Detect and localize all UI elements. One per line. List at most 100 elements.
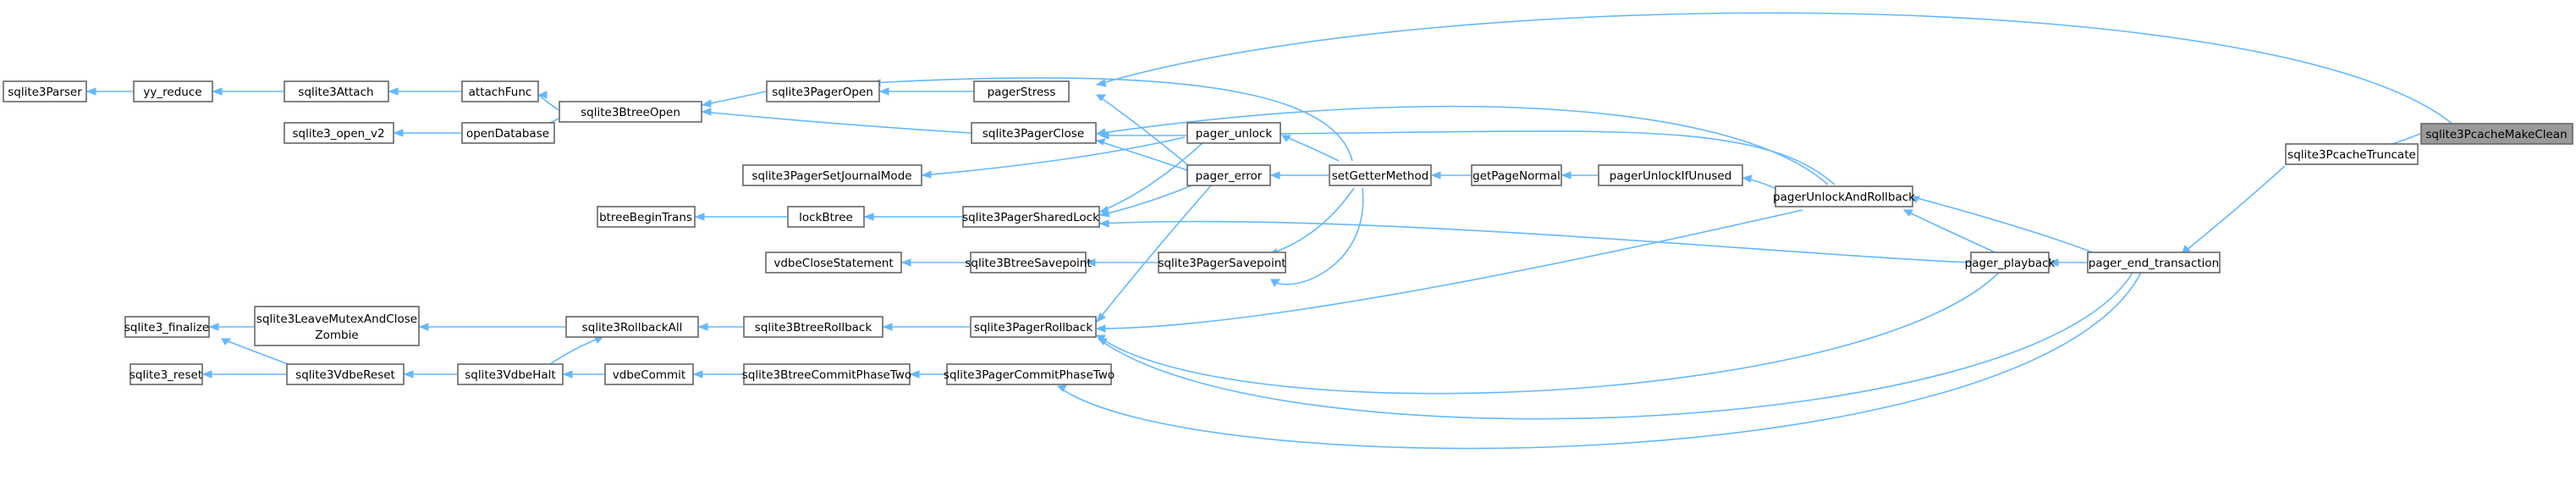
node-label: sqlite3PagerSetJournalMode: [751, 169, 911, 183]
edge-setGetterMethod-pager_unlock: [1281, 135, 1340, 162]
node-sqlite3VdbeHalt[interactable]: sqlite3VdbeHalt: [457, 363, 564, 385]
node-label: btreeBeginTrans: [599, 211, 692, 224]
node-attachFunc[interactable]: attachFunc: [461, 80, 539, 102]
node-label: sqlite3Parser: [8, 86, 82, 99]
node-getPageNormal[interactable]: getPageNormal: [1471, 164, 1562, 186]
node-sqlite3BtreeCommitPhaseTwo[interactable]: sqlite3BtreeCommitPhaseTwo: [742, 363, 911, 385]
node-sqlite3VdbeReset[interactable]: sqlite3VdbeReset: [286, 363, 405, 385]
node-openDatabase[interactable]: openDatabase: [461, 122, 555, 144]
node-sqlite3_finalize[interactable]: sqlite3_finalize: [124, 316, 210, 338]
edge-pager_unlock-sqlite3PagerSetJournalMode: [922, 136, 1186, 176]
node-label: lockBtree: [799, 211, 853, 224]
node-label-line1: sqlite3LeaveMutexAndClose: [256, 312, 417, 326]
node-yy_reduce[interactable]: yy_reduce: [133, 80, 213, 102]
node-label: sqlite3_open_v2: [292, 127, 384, 141]
node-sqlite3RollbackAll[interactable]: sqlite3RollbackAll: [565, 316, 699, 338]
node-vdbeCommit[interactable]: vdbeCommit: [604, 363, 694, 385]
node-label: sqlite3PagerSharedLock: [962, 211, 1099, 224]
edge-setGetterMethod-sqlite3PagerOpen: [871, 77, 1353, 162]
node-label: sqlite3PagerOpen: [772, 86, 873, 99]
edges: [87, 12, 2455, 450]
node-sqlite3_open_v2[interactable]: sqlite3_open_v2: [283, 122, 394, 144]
node-pager_unlock[interactable]: pager_unlock: [1186, 122, 1281, 144]
node-label: sqlite3BtreeRollback: [755, 321, 872, 334]
node-pager_error[interactable]: pager_error: [1186, 164, 1271, 186]
node-btreeBeginTrans[interactable]: btreeBeginTrans: [597, 206, 696, 228]
node-vdbeCloseStatement[interactable]: vdbeCloseStatement: [765, 252, 902, 274]
node-sqlite3PagerCommitPhaseTwo[interactable]: sqlite3PagerCommitPhaseTwo: [944, 363, 1115, 385]
node-label: sqlite3PcacheMakeClean: [2425, 128, 2567, 141]
node-label: openDatabase: [466, 127, 549, 141]
node-label: sqlite3PagerCommitPhaseTwo: [944, 368, 1115, 382]
node-label: sqlite3PagerSavepoint: [1158, 257, 1285, 270]
edge-pagerUnlockAndRollback-pagerStress: [1096, 105, 1829, 185]
node-label: vdbeCommit: [613, 368, 685, 382]
edge-setGetterMethod-sqlite3PagerSavepoint: [1269, 187, 1355, 255]
edge-pager_playback-pagerUnlockAndRollback: [1903, 209, 2000, 255]
node-label: pagerUnlockAndRollback: [1773, 191, 1915, 204]
node-lockBtree[interactable]: lockBtree: [787, 206, 865, 228]
node-pagerUnlockIfUnused[interactable]: pagerUnlockIfUnused: [1598, 164, 1743, 186]
node-pagerUnlockAndRollback[interactable]: pagerUnlockAndRollback: [1773, 185, 1915, 207]
edge-pager_error-sqlite3PagerRollback: [1096, 184, 1213, 323]
node-label: pagerUnlockIfUnused: [1610, 169, 1732, 183]
node-label: sqlite3PagerClose: [983, 127, 1084, 141]
node-label: sqlite3Attach: [298, 86, 373, 99]
edge-pager_error-sqlite3PagerClose: [1096, 140, 1191, 172]
node-label: sqlite3_finalize: [124, 321, 209, 334]
edge-sqlite3BtreeOpen-attachFunc: [538, 94, 559, 111]
edge-sqlite3PcacheTruncate-pager_end_transaction: [2181, 165, 2286, 255]
node-sqlite3Attach[interactable]: sqlite3Attach: [283, 80, 389, 102]
node-sqlite3PagerSharedLock[interactable]: sqlite3PagerSharedLock: [962, 206, 1100, 228]
node-label: sqlite3PcacheTruncate: [2287, 148, 2416, 162]
node-label-line2: Zombie: [315, 329, 358, 342]
edge-sqlite3VdbeHalt-sqlite3RollbackAll: [549, 336, 603, 365]
node-sqlite3_reset[interactable]: sqlite3_reset: [129, 363, 203, 385]
node-sqlite3BtreeRollback[interactable]: sqlite3BtreeRollback: [743, 316, 883, 338]
edge-pagerUnlockAndRollback-pager_unlock: [1270, 130, 1836, 185]
nodes: sqlite3Parser sqlite3_finalize sqlite3_r…: [3, 80, 2573, 385]
edge-pager_unlock-sqlite3PagerSharedLock: [1099, 141, 1204, 213]
edge-sqlite3PagerOpen-sqlite3BtreeOpen: [702, 91, 767, 106]
edge-pager_error-pagerStress: [1096, 94, 1194, 170]
node-pager_playback[interactable]: pager_playback: [1965, 252, 2056, 274]
node-label: attachFunc: [469, 86, 532, 99]
node-setGetterMethod[interactable]: setGetterMethod: [1329, 164, 1432, 186]
edge-pager_playback-sqlite3PagerRollback: [1096, 272, 2000, 395]
node-sqlite3PagerClose[interactable]: sqlite3PagerClose: [971, 122, 1097, 144]
edge-pagerUnlockAndRollback-sqlite3PagerRollback: [1096, 209, 1803, 329]
node-sqlite3BtreeOpen[interactable]: sqlite3BtreeOpen: [559, 101, 702, 123]
node-sqlite3PagerOpen[interactable]: sqlite3PagerOpen: [766, 80, 880, 102]
node-sqlite3BtreeSavepoint[interactable]: sqlite3BtreeSavepoint: [965, 252, 1092, 274]
edge-pager_end_transaction-pagerUnlockAndRollback: [1910, 196, 2098, 255]
node-label: pager_unlock: [1196, 127, 1273, 141]
node-label: sqlite3_reset: [129, 368, 202, 382]
node-label: sqlite3BtreeCommitPhaseTwo: [742, 368, 911, 382]
node-sqlite3Parser[interactable]: sqlite3Parser: [3, 80, 87, 102]
node-sqlite3LeaveMutexAndCloseZombie[interactable]: sqlite3LeaveMutexAndClose Zombie: [254, 306, 420, 346]
edge-pager_end_transaction-sqlite3PagerRollback: [1098, 272, 2133, 420]
node-pager_end_transaction[interactable]: pager_end_transaction: [2087, 252, 2221, 274]
node-label: pager_error: [1196, 169, 1263, 183]
edge-sqlite3PcacheMakeClean-pagerStress: [1096, 12, 2455, 126]
edge-pager_playback-sqlite3PagerSharedLock: [1099, 220, 1971, 263]
node-label: sqlite3VdbeReset: [295, 368, 395, 382]
node-sqlite3PcacheTruncate[interactable]: sqlite3PcacheTruncate: [2285, 143, 2419, 165]
node-label: sqlite3PagerRollback: [974, 321, 1093, 334]
node-sqlite3PagerSetJournalMode[interactable]: sqlite3PagerSetJournalMode: [742, 164, 922, 186]
node-pagerStress[interactable]: pagerStress: [973, 80, 1070, 102]
node-label: sqlite3RollbackAll: [582, 321, 683, 334]
node-label: pager_playback: [1965, 257, 2056, 270]
node-label: sqlite3BtreeOpen: [581, 106, 680, 119]
node-sqlite3PagerRollback[interactable]: sqlite3PagerRollback: [970, 316, 1097, 338]
node-label: pagerStress: [988, 86, 1056, 99]
node-sqlite3PcacheMakeClean[interactable]: sqlite3PcacheMakeClean: [2420, 123, 2573, 145]
node-label: vdbeCloseStatement: [773, 257, 893, 270]
node-label: getPageNormal: [1472, 169, 1560, 183]
edge-pager_end_transaction-sqlite3PagerCommitPhaseTwo: [1057, 272, 2142, 450]
node-label: sqlite3BtreeSavepoint: [965, 257, 1091, 270]
edge-sqlite3PagerClose-sqlite3BtreeOpen: [702, 111, 972, 134]
node-sqlite3PagerSavepoint[interactable]: sqlite3PagerSavepoint: [1158, 252, 1286, 274]
